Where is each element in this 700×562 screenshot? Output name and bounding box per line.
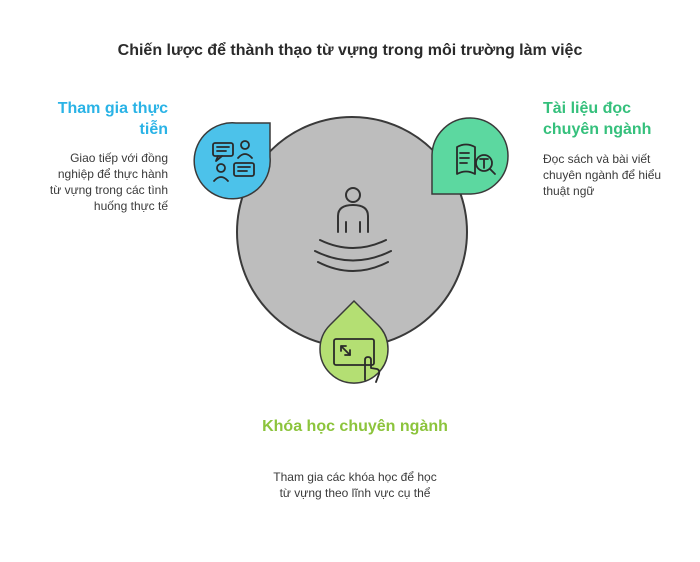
node-right [431,117,509,195]
node-left [193,122,271,200]
node-right-heading: Tài liệu đọc chuyên ngành [543,100,652,138]
node-bottom [319,299,389,384]
conversation-icon [212,140,255,182]
node-right-drop [431,117,509,195]
node-left-drop [193,122,271,200]
node-left-description: Giao tiếp với đồng nghiệp để thực hành t… [49,151,168,213]
touch-screen-icon [333,338,381,383]
node-bottom-heading: Khóa học chuyên ngành [262,418,448,435]
document-search-icon [456,143,496,175]
page-title: Chiến lược để thành thạo từ vựng trong m… [117,42,583,59]
node-left-heading: Tham gia thực tiễn [57,100,168,138]
meditating-person-icon [314,187,392,272]
node-bottom-description: Tham gia các khóa học để học từ vựng the… [273,470,437,500]
node-right-description: Đọc sách và bài viết chuyên ngành để hiể… [543,152,662,198]
